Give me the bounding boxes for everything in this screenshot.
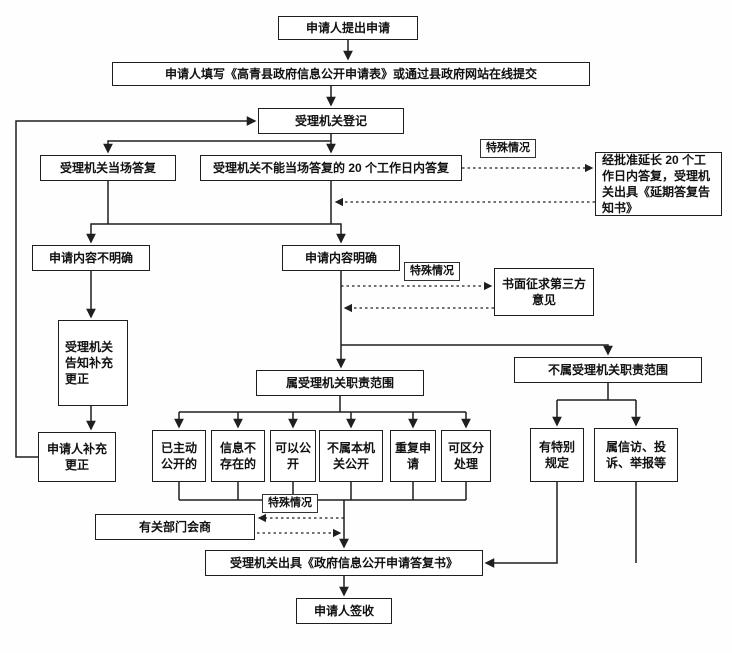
- node-within-20-days: 受理机关不能当场答复的 20 个工作日内答复: [200, 155, 462, 181]
- tag-special-case-top: 特殊情况: [480, 139, 536, 159]
- node-sign-receipt: 申请人签收: [296, 598, 392, 624]
- tag-special-case-middle: 特殊情况: [404, 262, 460, 282]
- node-already-public: 已主动公开的: [152, 430, 206, 482]
- node-notify-correction: 受理机关告知补充更正: [58, 320, 128, 406]
- tag-special-case-bottom: 特殊情况: [262, 494, 318, 514]
- node-can-public: 可以公开: [270, 430, 316, 482]
- node-third-party-opinion: 书面征求第三方意见: [494, 268, 594, 316]
- node-content-unclear: 申请内容不明确: [32, 245, 150, 271]
- node-repeat-apply: 重复申请: [390, 430, 436, 482]
- node-separable: 可区分处理: [441, 430, 491, 482]
- node-content-clear: 申请内容明确: [282, 245, 400, 271]
- node-applicant-correction: 申请人补充更正: [38, 432, 116, 482]
- node-special-provision: 有特别规定: [530, 428, 584, 482]
- node-fill-form: 申请人填写《高青县政府信息公开申请表》或通过县政府网站在线提交: [112, 62, 590, 86]
- node-reply-letter: 受理机关出具《政府信息公开申请答复书》: [205, 550, 483, 576]
- node-info-not-exist: 信息不存在的: [211, 430, 265, 482]
- node-applicant-submit: 申请人提出申请: [278, 16, 418, 40]
- node-petition-complaint: 属信访、投诉、举报等: [594, 428, 678, 482]
- node-department-consult: 有关部门会商: [95, 514, 255, 540]
- node-onspot-reply: 受理机关当场答复: [40, 155, 176, 181]
- node-not-this-agency: 不属本机关公开: [319, 430, 383, 482]
- node-register: 受理机关登记: [258, 108, 404, 134]
- node-in-scope: 属受理机关职责范围: [256, 370, 424, 396]
- node-extension: 经批准延长 20 个工作日内答复，受理机关出具《延期答复告知书》: [595, 152, 722, 216]
- node-out-of-scope: 不属受理机关职责范围: [514, 357, 702, 383]
